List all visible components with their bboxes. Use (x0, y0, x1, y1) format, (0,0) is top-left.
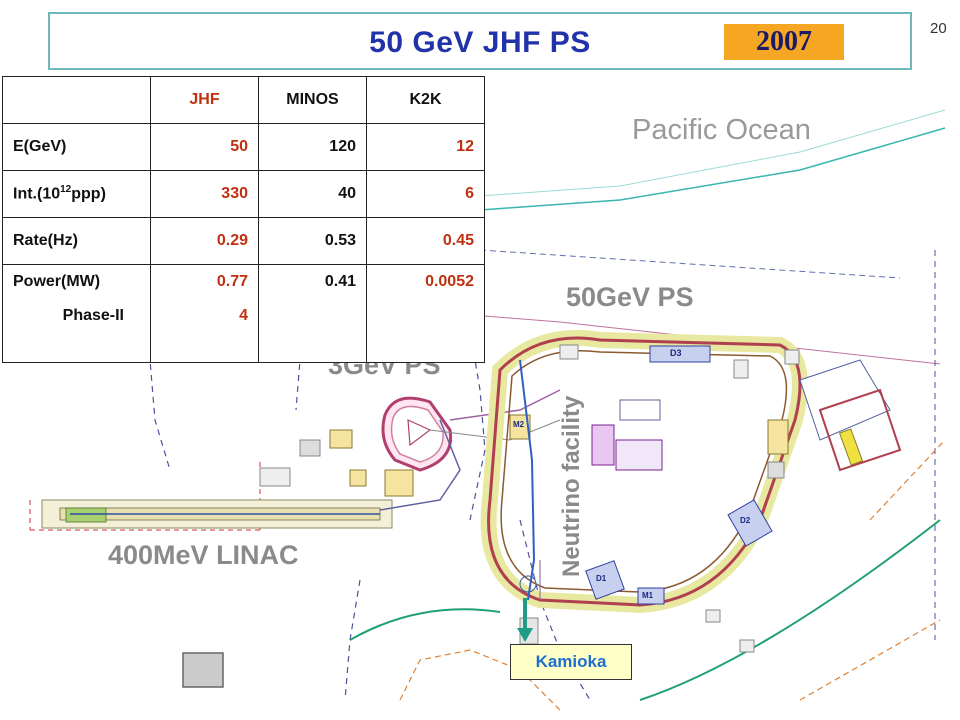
booster-ring (381, 396, 453, 497)
cell-minos: 40 (258, 170, 367, 218)
row-label: E(GeV) (2, 123, 151, 171)
cell-k2k: 6 (366, 170, 485, 218)
parameter-table: JHF MINOS K2K E(GeV) 50 120 12 Int.(1012… (2, 76, 485, 363)
cell-minos: 120 (258, 123, 367, 171)
building-label-d2: D2 (740, 516, 751, 525)
neutrino-facility-label: Neutrino facility (558, 395, 585, 577)
header-minos: MINOS (258, 76, 367, 124)
kamioka-label: Kamioka (510, 644, 632, 680)
arrow-down-icon (517, 598, 533, 642)
building-label-m1: M1 (642, 591, 654, 600)
table-header-row: JHF MINOS K2K (2, 76, 485, 124)
header-k2k: K2K (366, 76, 485, 124)
page-number: 20 (930, 20, 947, 37)
cell-jhf: 330 (150, 170, 259, 218)
cell-jhf: 0.77 4 (150, 264, 259, 363)
year-badge: 2007 (724, 24, 844, 60)
page-title: 50 GeV JHF PS (369, 26, 591, 59)
cell-jhf-line2: 4 (239, 307, 248, 324)
building-label-d1: D1 (596, 574, 607, 583)
row-label-exponent: 12 (60, 184, 72, 196)
row-label: Rate(Hz) (2, 217, 151, 265)
cell-k2k: 0.0052 (366, 264, 485, 363)
cell-minos: 0.41 (258, 264, 367, 363)
row-label-tail: ppp) (71, 185, 106, 203)
table-row: Int.(1012ppp) 330 40 6 (2, 170, 485, 218)
cell-jhf: 0.29 (150, 217, 259, 265)
row-label-main: Power(MW) (13, 273, 101, 290)
coastline (479, 127, 946, 211)
cell-jhf: 50 (150, 123, 259, 171)
building-d1 (585, 560, 625, 600)
cell-minos: 0.53 (258, 217, 367, 265)
cell-k2k: 12 (366, 123, 485, 171)
building-m1 (637, 587, 665, 605)
header-jhf: JHF (150, 76, 259, 124)
table-row: Power(MW) Phase-II 0.77 4 0.41 0.0052 (2, 264, 485, 363)
building-label-m2: M2 (513, 420, 525, 429)
cell-k2k: 0.45 (366, 217, 485, 265)
coastline-2 (479, 109, 946, 197)
table-row: Rate(Hz) 0.29 0.53 0.45 (2, 217, 485, 265)
main-ring (480, 330, 808, 614)
building-m2 (509, 414, 531, 440)
table-corner-cell (2, 76, 151, 124)
row-label-sub: Phase-II (62, 307, 124, 324)
main-ring-label: 50GeV PS (566, 282, 694, 312)
building-label-d3: D3 (670, 348, 682, 358)
gray-block (182, 652, 224, 688)
cell-jhf-line1: 0.77 (216, 273, 248, 290)
row-label: Int.(1012ppp) (2, 170, 151, 218)
pacific-ocean-label: Pacific Ocean (632, 114, 811, 146)
table-row: E(GeV) 50 120 12 (2, 123, 485, 171)
row-label: Power(MW) Phase-II (2, 264, 151, 363)
linac-label: 400MeV LINAC (108, 540, 299, 570)
building-d2 (727, 499, 773, 547)
row-label-main: Int.(10 (13, 185, 61, 203)
title-bar: 50 GeV JHF PS 2007 (48, 12, 912, 70)
